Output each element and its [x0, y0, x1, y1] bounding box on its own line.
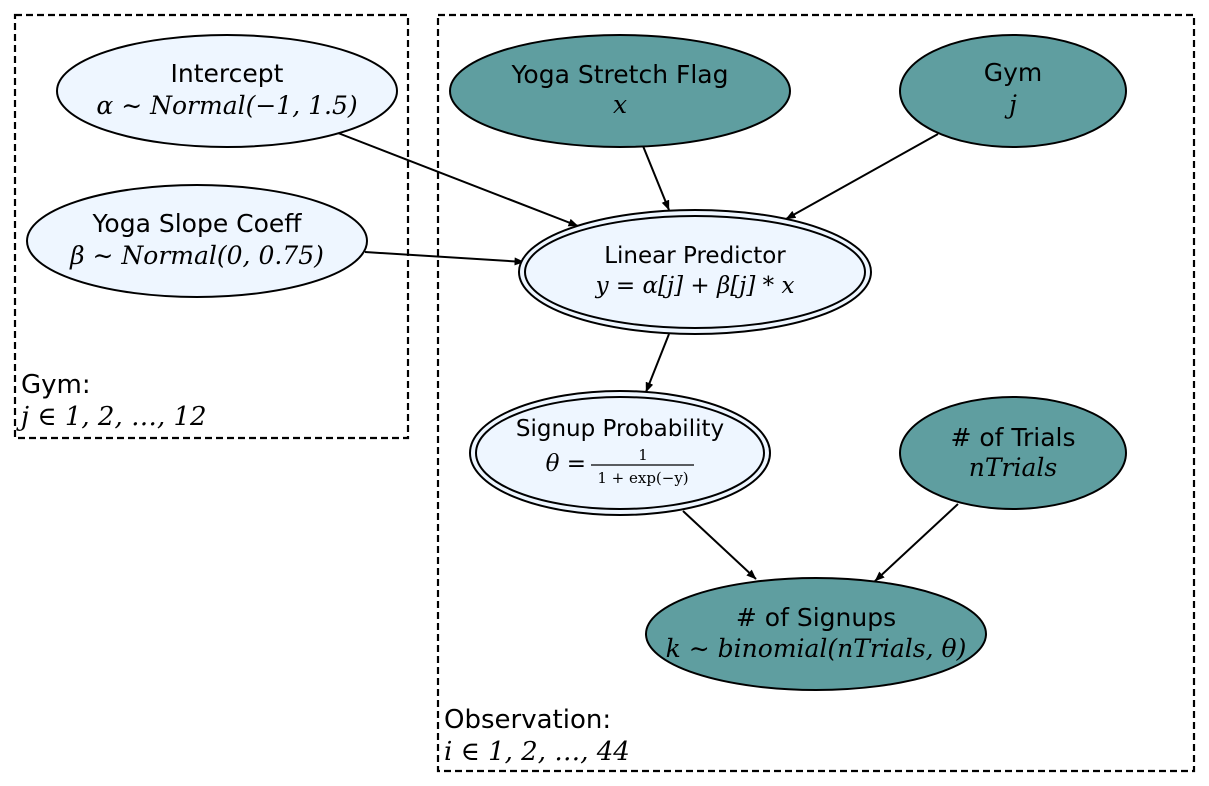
signup-prob-formula-numerator: 1: [638, 446, 648, 464]
signup-prob-formula-denominator: 1 + exp(−y): [597, 469, 688, 487]
edge-trials-to-signups: [874, 503, 959, 582]
intercept-node: Intercept α ∼ Normal(−1, 1.5): [56, 34, 398, 148]
gym-plate-index: j ∈ 1, 2, …, 12: [16, 402, 207, 432]
edge-linear-predictor-to-signup-prob: [645, 333, 670, 393]
signups-formula: k ∼ binomial(nTrials, θ): [666, 634, 967, 663]
trials-formula: nTrials: [969, 453, 1057, 482]
yoga-flag-node: Yoga Stretch Flag x: [449, 34, 791, 148]
gym-plate: [13, 13, 410, 440]
slope-title: Yoga Slope Coeff: [91, 209, 302, 238]
edge-slope-to-linear-predictor: [364, 251, 525, 266]
signup-prob-node: Signup Probability θ = 1 1 + exp(−y): [469, 390, 771, 516]
intercept-formula: α ∼ Normal(−1, 1.5): [96, 91, 357, 120]
edge-gym-to-linear-predictor: [785, 133, 939, 220]
observation-plate-index: i ∈ 1, 2, …, 44: [444, 737, 630, 767]
trials-node: # of Trials nTrials: [899, 396, 1127, 510]
slope-formula: β ∼ Normal(0, 0.75): [69, 241, 324, 270]
signup-prob-title: Signup Probability: [516, 416, 724, 442]
linear-predictor-formula: y = α[j] + β[j] * x: [595, 273, 795, 299]
slope-node: Yoga Slope Coeff β ∼ Normal(0, 0.75): [26, 184, 368, 298]
observation-plate: [436, 13, 1196, 773]
edge-signup-prob-to-signups: [682, 510, 757, 580]
intercept-title: Intercept: [171, 59, 284, 88]
observation-plate-name: Observation:: [444, 705, 611, 735]
signups-title: # of Signups: [736, 603, 896, 632]
linear-predictor-node: Linear Predictor y = α[j] + β[j] * x: [518, 209, 872, 335]
trials-title: # of Trials: [950, 423, 1075, 452]
signup-prob-formula-lhs: θ =: [546, 451, 586, 477]
yoga-flag-title: Yoga Stretch Flag: [510, 60, 728, 89]
signups-node: # of Signups k ∼ binomial(nTrials, θ): [645, 577, 987, 691]
gym-title: Gym: [984, 58, 1043, 87]
yoga-flag-formula: x: [613, 90, 627, 119]
linear-predictor-title: Linear Predictor: [604, 243, 786, 269]
edge-intercept-to-linear-predictor: [337, 132, 579, 227]
edges: [337, 132, 959, 582]
edge-yoga-flag-to-linear-predictor: [642, 145, 670, 211]
gym-node: Gym j: [899, 34, 1127, 148]
gym-plate-name: Gym:: [21, 370, 91, 400]
